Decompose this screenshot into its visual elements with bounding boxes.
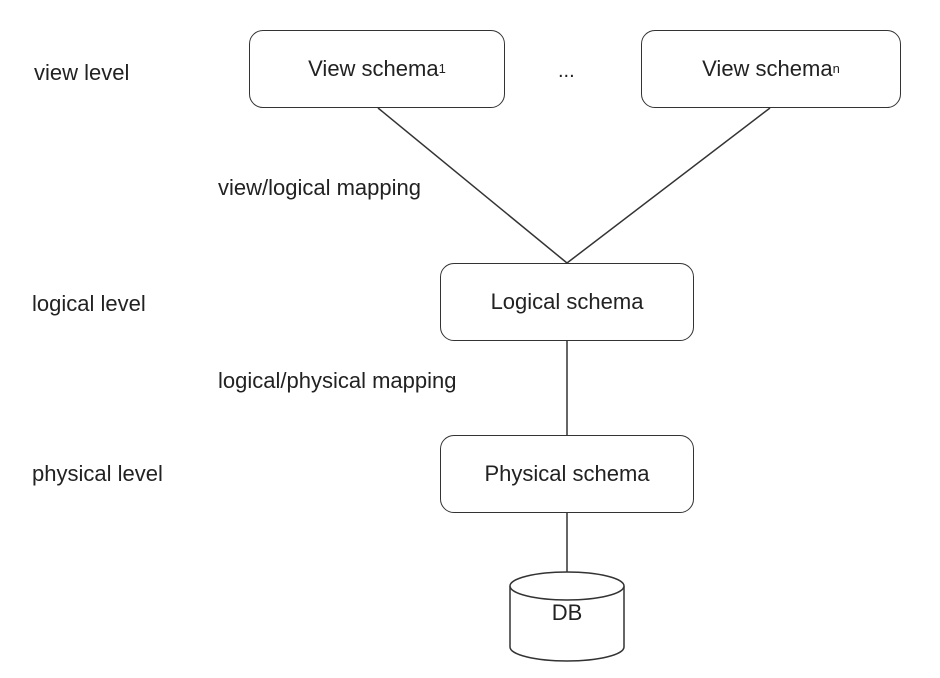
view-logical-mapping-label: view/logical mapping bbox=[218, 175, 421, 200]
view-level-label: view level bbox=[34, 60, 130, 85]
logical-schema-label: Logical schema bbox=[490, 289, 644, 314]
view-schema-last-label: View schema bbox=[702, 56, 833, 81]
physical-schema-label: Physical schema bbox=[484, 461, 650, 486]
database-cylinder bbox=[509, 571, 625, 662]
view-schema-ellipsis: ... bbox=[558, 60, 575, 82]
view-schema-first-label: View schema bbox=[308, 56, 439, 81]
connector-viewn-to-logical bbox=[566, 107, 771, 264]
logical-schema-box: Logical schema bbox=[440, 263, 694, 341]
physical-level-label: physical level bbox=[32, 461, 163, 486]
logical-level-label: logical level bbox=[32, 291, 146, 316]
database-label: DB bbox=[551, 600, 583, 625]
connector-view1-to-logical bbox=[377, 107, 568, 264]
logical-physical-mapping-label: logical/physical mapping bbox=[218, 368, 457, 393]
physical-schema-box: Physical schema bbox=[440, 435, 694, 513]
